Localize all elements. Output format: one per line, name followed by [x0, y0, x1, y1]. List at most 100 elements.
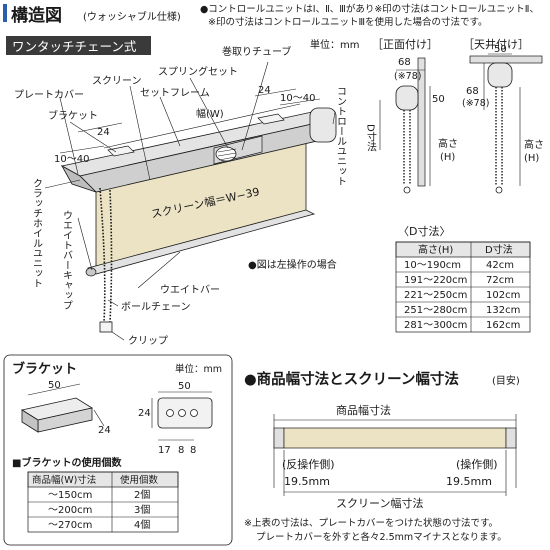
bracket-left: [107, 145, 135, 157]
bracket-hole-2: [178, 409, 186, 417]
note-line-1: ●コントロールユニットはⅠ、Ⅱ、Ⅲがあり※印の寸法はコントロールユニットⅡ、: [200, 3, 539, 15]
d-table-cell: 72cm: [486, 275, 514, 286]
one-touch-badge-bg: [6, 36, 151, 55]
bracket-iso-dim-50-line: [27, 383, 81, 396]
label-dim-10-40-right: 10〜40: [280, 93, 315, 104]
label-spring-set: スプリングセット: [158, 65, 238, 78]
bracket-iso-dim-50: 50: [48, 380, 61, 391]
label-width: 幅(W): [196, 107, 224, 120]
rail-screen-body: [283, 427, 507, 449]
label-control-unit: コントロールユニット: [335, 86, 347, 186]
front-dim-68: 68: [398, 57, 411, 68]
usage-table-header-count: 使用個数: [120, 474, 159, 486]
d-table-title: 〈D寸法〉: [398, 224, 450, 238]
leader-screen: [129, 85, 151, 181]
screen-width-note-2: プレートカバーを外すと各々2.5mmマイナスとなります。: [256, 531, 507, 543]
left-side-label: (反操作側): [282, 457, 335, 471]
front-chain-weight: [403, 186, 411, 194]
front-rail-profile: [395, 85, 419, 111]
ceiling-takasa-label: 高さ: [524, 138, 544, 151]
rail-left-cap: [273, 427, 285, 449]
leader-bracket: [69, 121, 117, 153]
bracket-top-dim-8a: 8: [178, 445, 184, 456]
leader-clutch: [44, 179, 81, 189]
screen-width-label: スクリーン幅寸法: [336, 496, 423, 510]
structure-title: 構造図: [11, 5, 62, 26]
bracket-top-dim-50: 50: [178, 381, 191, 392]
front-dsun-label: D寸法: [365, 124, 377, 153]
dim-24-right-line: [254, 88, 297, 97]
ceiling-dim-50: 50: [494, 44, 507, 55]
screen-width-title: ●商品幅寸法とスクリーン幅寸法: [244, 370, 459, 388]
leader-plate-cover: [59, 97, 79, 175]
usage-table-cell: 〜270cm: [48, 520, 92, 531]
leader-lines: [44, 61, 336, 341]
label-ball-chain: ボールチェーン: [121, 301, 191, 313]
ceiling-dim-68: 68: [466, 86, 479, 97]
d-table-header-height: 高さ(H): [418, 243, 453, 256]
ball-chain-front: [99, 187, 106, 323]
dim-24-left-line: [77, 122, 123, 133]
d-table-cell: 42cm: [486, 260, 514, 271]
ceiling-chain: [495, 87, 503, 185]
left-offset-mm: 19.5mm: [284, 475, 330, 488]
label-bracket: ブラケット: [48, 109, 98, 122]
bracket-top-view: [151, 391, 213, 441]
bracket-iso-dim-24-line: [93, 409, 105, 427]
label-maki-tube: 巻取りチューブ: [222, 45, 291, 58]
leader-weight-bar: [137, 251, 181, 289]
leader-control-unit: [332, 111, 336, 125]
weight-bar-cap: [85, 267, 97, 277]
bracket-hole-3: [190, 409, 198, 417]
usage-table-cell: 〜200cm: [48, 505, 92, 516]
ceiling-rail-profile: [487, 62, 513, 88]
rail-right-cap: [505, 427, 517, 449]
front-mount-view: [379, 57, 431, 194]
plate-cover-left: [60, 164, 97, 193]
front-dim-50: 50: [432, 94, 445, 105]
ceiling-h-label: (H): [524, 153, 539, 164]
bracket-usage-table: 商品幅(W)寸法 使用個数 〜150cm 2個 〜200cm 3個 〜270cm…: [27, 471, 179, 533]
screen-width-note-1: ※上表の寸法は、プレートカバーをつけた状態の寸法です。: [244, 517, 498, 529]
bracket-usage-title: ■ブラケットの使用個数: [12, 456, 122, 469]
label-screen: スクリーン: [92, 75, 142, 87]
usage-table-cell: 2個: [134, 488, 150, 501]
label-dim-24-right: 24: [258, 85, 271, 96]
title-marker: [3, 4, 7, 22]
front-h-label: (H): [440, 152, 455, 163]
leader-maki-tube: [241, 61, 269, 151]
front-takasa-label: 高さ: [438, 137, 458, 150]
label-weight-bar-cap: ウエイトバーキャップ: [61, 210, 73, 310]
right-side-label: (操作側): [456, 457, 498, 471]
leader-weight-cap: [77, 217, 93, 271]
usage-table-header-width: 商品幅(W)寸法: [32, 474, 96, 486]
one-touch-badge: ワンタッチチェーン式: [12, 39, 137, 54]
front-dim-78: (※78): [394, 71, 421, 82]
usage-table-cell: 4個: [134, 518, 150, 531]
label-set-frame: セットフレーム: [140, 87, 210, 99]
front-mount-label: ［正面付け］: [372, 38, 438, 51]
bracket-right: [257, 113, 285, 125]
ball-chain-back: [109, 189, 113, 323]
bracket-hole-1: [166, 409, 174, 417]
label-plate-cover: プレートカバー: [14, 89, 84, 101]
label-dim-10-40-left: 10〜40: [54, 154, 89, 165]
ceiling: [469, 55, 543, 64]
chain-clip: [99, 321, 113, 333]
usage-table-cell: 〜150cm: [48, 490, 92, 501]
control-unit-cap: [309, 107, 337, 143]
blind-dimensions: [59, 88, 321, 154]
ceiling-mount-view: [469, 53, 543, 194]
d-table-cell: 162cm: [486, 320, 520, 331]
label-clutch-unit: クラッチホイルユニット: [31, 178, 43, 288]
structure-unit: 単位：mm: [310, 38, 359, 51]
bracket-panel: [3, 354, 233, 546]
d-table-cell: 191〜220cm: [404, 275, 467, 286]
ceiling-dim-78: (※78): [462, 98, 489, 109]
structure-title-sub: (ウォッシャブル仕様): [83, 10, 181, 23]
d-table: 高さ(H) D寸法 10〜190cm 42cm 191〜220cm 72cm 2…: [395, 241, 531, 333]
screen-width-title-sub: (目安): [492, 374, 520, 387]
d-table-cell: 221〜250cm: [404, 290, 467, 301]
